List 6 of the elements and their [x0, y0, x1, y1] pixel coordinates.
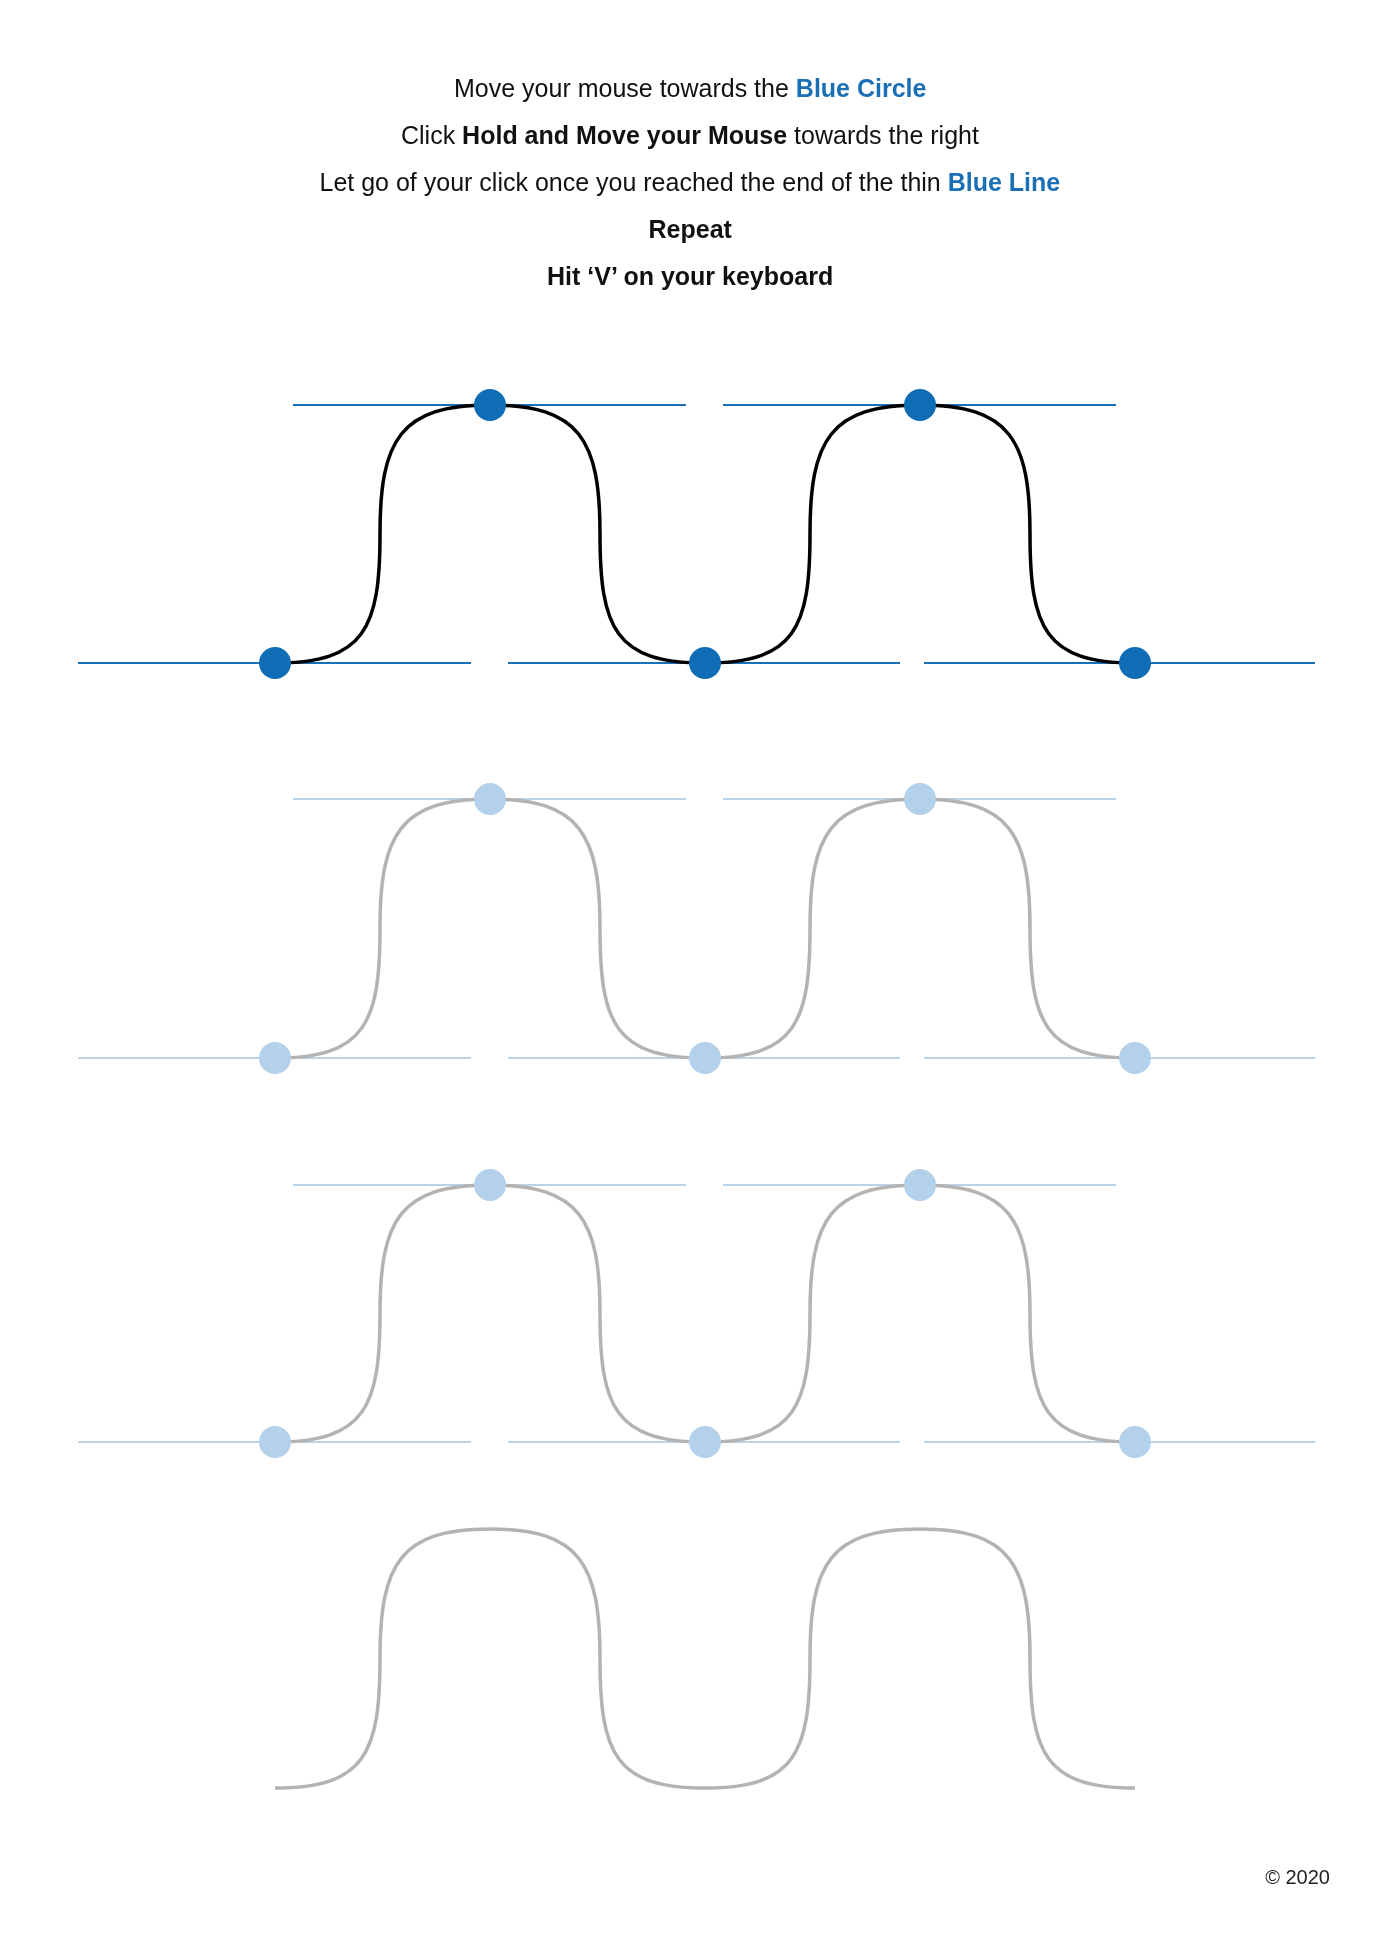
instruction-text: Move your mouse towards the Blue Circle — [454, 74, 927, 103]
instruction-text: Let go of your click once you reached the end of the thin Blue Line — [319, 168, 1061, 197]
instruction-text: Hit ‘V’ on your keyboard — [547, 262, 834, 291]
instruction-text: Click Hold and Move your Mouse towards the right — [401, 121, 979, 150]
instruction-text: Repeat — [648, 215, 732, 244]
copyright-text: © 2020 — [1265, 1866, 1330, 1889]
